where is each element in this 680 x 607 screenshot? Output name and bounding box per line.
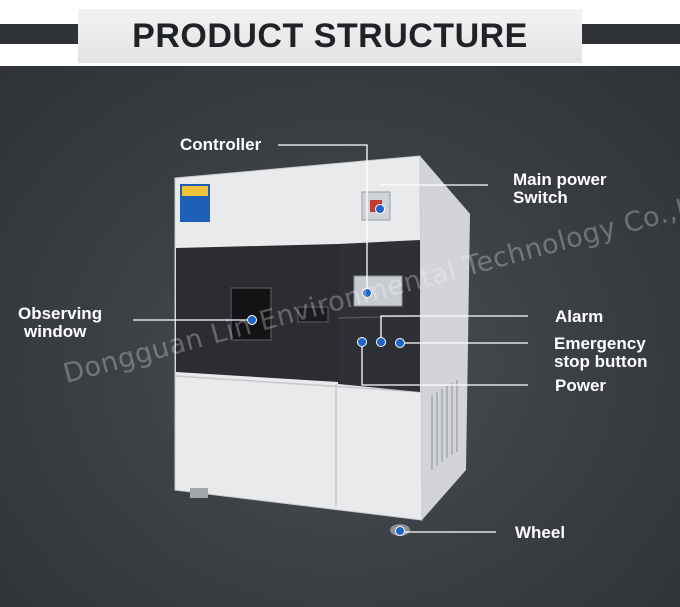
vent-grille (431, 380, 458, 470)
label-main-power-line1: Main power (513, 170, 607, 189)
markers (247, 204, 405, 536)
page-title: PRODUCT STRUCTURE (132, 16, 528, 55)
label-emergency-line1: Emergency (554, 334, 646, 353)
label-observing-line1: Observing (18, 304, 103, 323)
alarm-marker (376, 337, 386, 347)
label-controller: Controller (180, 135, 262, 154)
observing-window-marker (247, 315, 257, 325)
power-marker (357, 337, 367, 347)
label-alarm: Alarm (555, 307, 604, 326)
observing-window (230, 287, 272, 341)
label-main-power-line2: Switch (513, 188, 568, 207)
logo-sticker-band (182, 186, 208, 196)
wheel-marker (395, 526, 405, 536)
cabinet-right-side (420, 156, 470, 520)
label-wheel: Wheel (515, 523, 566, 542)
leader-lines (133, 144, 528, 533)
header-bar-right (578, 24, 680, 44)
title-box: PRODUCT STRUCTURE (78, 9, 582, 63)
label-power: Power (555, 376, 607, 395)
controller-marker (362, 288, 372, 298)
label-emergency-line2: stop button (554, 352, 648, 371)
emergency-stop-marker (395, 338, 405, 348)
door-handle (297, 306, 329, 323)
foot-left (190, 488, 208, 498)
main-power-marker (375, 204, 385, 214)
header-bar-left (0, 24, 82, 44)
label-observing-line2: window (24, 322, 87, 341)
controller-screen (353, 275, 403, 307)
cabinet-seam (174, 375, 423, 393)
